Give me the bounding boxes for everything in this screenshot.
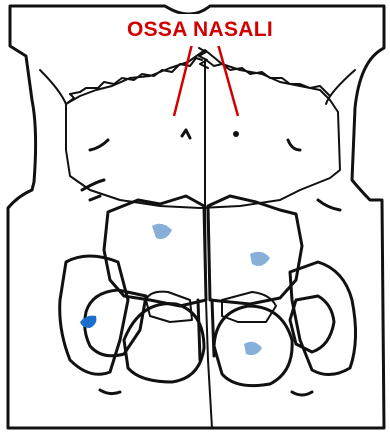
nostril-left bbox=[100, 390, 120, 394]
nostril-right bbox=[292, 392, 312, 395]
side-crease-left-lower bbox=[82, 180, 104, 190]
columella-strand bbox=[198, 300, 200, 360]
nasal-bone-region bbox=[66, 50, 340, 208]
pointer-line-right bbox=[218, 44, 238, 116]
skin-contour-line bbox=[326, 70, 355, 104]
diagram-title: OSSA NASALI bbox=[127, 18, 273, 42]
side-crease-right-lower bbox=[318, 200, 340, 210]
side-crease-left-small bbox=[90, 196, 100, 200]
cartilage-shade bbox=[244, 342, 262, 355]
bone-mark-right bbox=[233, 131, 239, 137]
side-crease-left-upper bbox=[90, 140, 108, 150]
columella-strand bbox=[212, 300, 214, 356]
sesamoid-accent bbox=[80, 316, 96, 328]
cartilage-shade bbox=[152, 224, 172, 239]
cartilage-shade bbox=[250, 252, 270, 266]
pointer-line-left bbox=[174, 44, 192, 116]
skin-contour-line bbox=[40, 70, 66, 104]
bone-mark-left bbox=[182, 130, 190, 138]
septal-cartilage-right bbox=[208, 196, 302, 304]
nose-skin-outline bbox=[8, 6, 384, 428]
diagram-title-box: OSSA NASALI bbox=[94, 14, 306, 46]
side-crease-right-upper bbox=[288, 140, 300, 150]
ala-right bbox=[290, 262, 356, 375]
